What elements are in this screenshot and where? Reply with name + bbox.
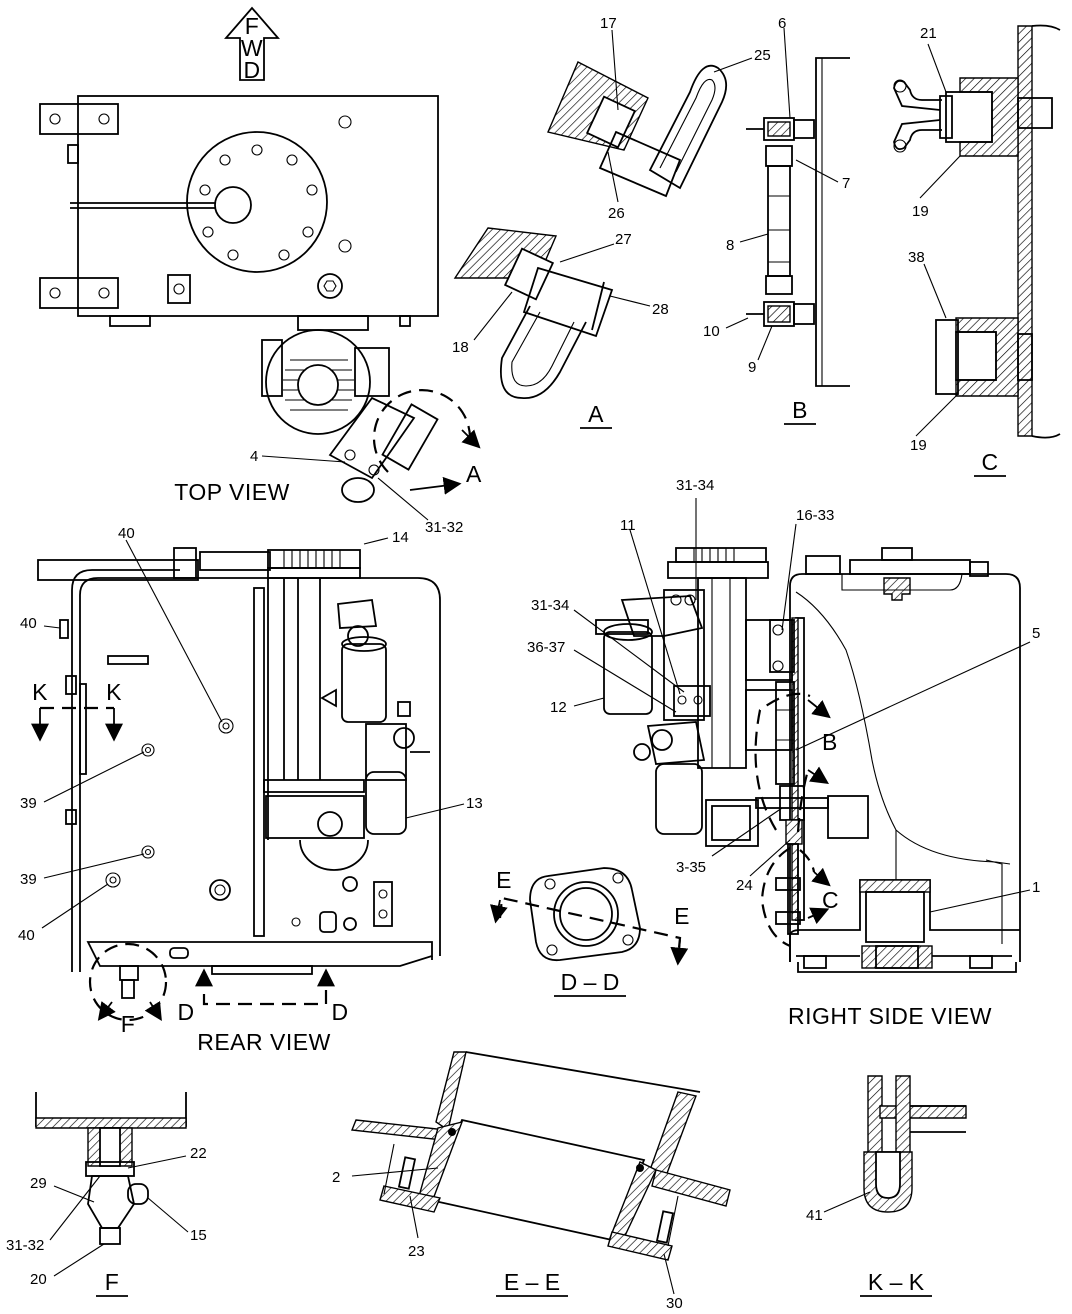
callout-10: 10: [703, 323, 720, 340]
detail-d-d: E E D – D: [489, 867, 690, 997]
callout-41: 41: [806, 1207, 823, 1224]
marker-c-side: C: [822, 887, 839, 913]
right-side-view: B C 31-34 16-33 11 31-34 36-37 12 5 3-35…: [527, 477, 1040, 1029]
callout-1: 1: [1032, 879, 1040, 896]
marker-e-right: E: [674, 903, 690, 929]
callout-36-37: 36-37: [527, 639, 565, 656]
fwd-letter-f: F: [245, 13, 260, 39]
callout-39-b: 39: [20, 871, 37, 888]
callout-9: 9: [748, 359, 756, 376]
callout-18: 18: [452, 339, 469, 356]
callout-19-a: 19: [912, 203, 929, 220]
callout-4: 4: [250, 448, 258, 465]
marker-a-top: A: [466, 461, 482, 487]
rear-view: F D D K K 40 40 14 39 39 40 13 REAR VIEW: [18, 525, 483, 1055]
callout-20: 20: [30, 1271, 47, 1288]
callout-13: 13: [466, 795, 483, 812]
fwd-letter-d: D: [243, 57, 260, 83]
callout-39-a: 39: [20, 795, 37, 812]
top-view: A 4 31-32 TOP VIEW: [39, 95, 482, 536]
detail-a: 17 25 26 27 28 18 A: [452, 15, 771, 429]
fwd-letter-w: W: [241, 35, 263, 61]
callout-14: 14: [392, 529, 409, 546]
callout-26: 26: [608, 205, 625, 222]
callout-8: 8: [726, 237, 734, 254]
detail-f: 22 29 31-32 15 20 F: [6, 1092, 207, 1297]
marker-e-left: E: [496, 867, 512, 893]
detail-b: 6 7 8 10 9 B: [703, 15, 850, 425]
callout-21: 21: [920, 25, 937, 42]
marker-d-left: D: [177, 999, 194, 1025]
detail-c: 21 19 38 19 C: [893, 24, 1061, 477]
callout-31-34-a: 31-34: [676, 477, 714, 494]
callout-6: 6: [778, 15, 786, 32]
marker-b-side: B: [822, 729, 838, 755]
callout-11: 11: [620, 517, 636, 534]
callout-38: 38: [908, 249, 925, 266]
fwd-arrow: F W D: [224, 6, 280, 83]
top-view-title: TOP VIEW: [174, 479, 290, 505]
callout-29: 29: [30, 1175, 47, 1192]
detail-e-e-title: E – E: [504, 1269, 560, 1295]
detail-d-d-title: D – D: [561, 969, 620, 995]
callout-30: 30: [666, 1295, 683, 1312]
callout-12: 12: [550, 699, 567, 716]
callout-31-32-f: 31-32: [6, 1237, 44, 1254]
callout-40-a: 40: [118, 525, 135, 542]
callout-31-32-top: 31-32: [425, 519, 463, 536]
callout-7: 7: [842, 175, 850, 192]
marker-f-rear: F: [121, 1011, 136, 1037]
callout-22: 22: [190, 1145, 207, 1162]
callout-27: 27: [615, 231, 632, 248]
detail-b-title: B: [792, 397, 808, 423]
marker-d-right: D: [331, 999, 348, 1025]
callout-40-c: 40: [18, 927, 35, 944]
callout-2: 2: [332, 1169, 340, 1186]
callout-19-b: 19: [910, 437, 927, 454]
detail-a-title: A: [588, 401, 604, 427]
callout-24: 24: [736, 877, 753, 894]
detail-k-k-title: K – K: [868, 1269, 925, 1295]
callout-28: 28: [652, 301, 669, 318]
detail-e-e: 2 23 30 E – E: [332, 1051, 731, 1312]
right-side-view-title: RIGHT SIDE VIEW: [788, 1003, 992, 1029]
callout-40-b: 40: [20, 615, 37, 632]
callout-31-34-b: 31-34: [531, 597, 569, 614]
detail-c-title: C: [981, 449, 998, 475]
callout-25: 25: [754, 47, 771, 64]
callout-3-35: 3-35: [676, 859, 706, 876]
callout-16-33: 16-33: [796, 507, 834, 524]
detail-f-title: F: [105, 1269, 120, 1295]
rear-view-title: REAR VIEW: [197, 1029, 331, 1055]
detail-k-k: 41 K – K: [806, 1075, 967, 1297]
callout-15: 15: [190, 1227, 207, 1244]
callout-17: 17: [600, 15, 617, 32]
marker-k-left: K: [32, 679, 48, 705]
callout-5: 5: [1032, 625, 1040, 642]
marker-k-right: K: [106, 679, 122, 705]
callout-23: 23: [408, 1243, 425, 1260]
